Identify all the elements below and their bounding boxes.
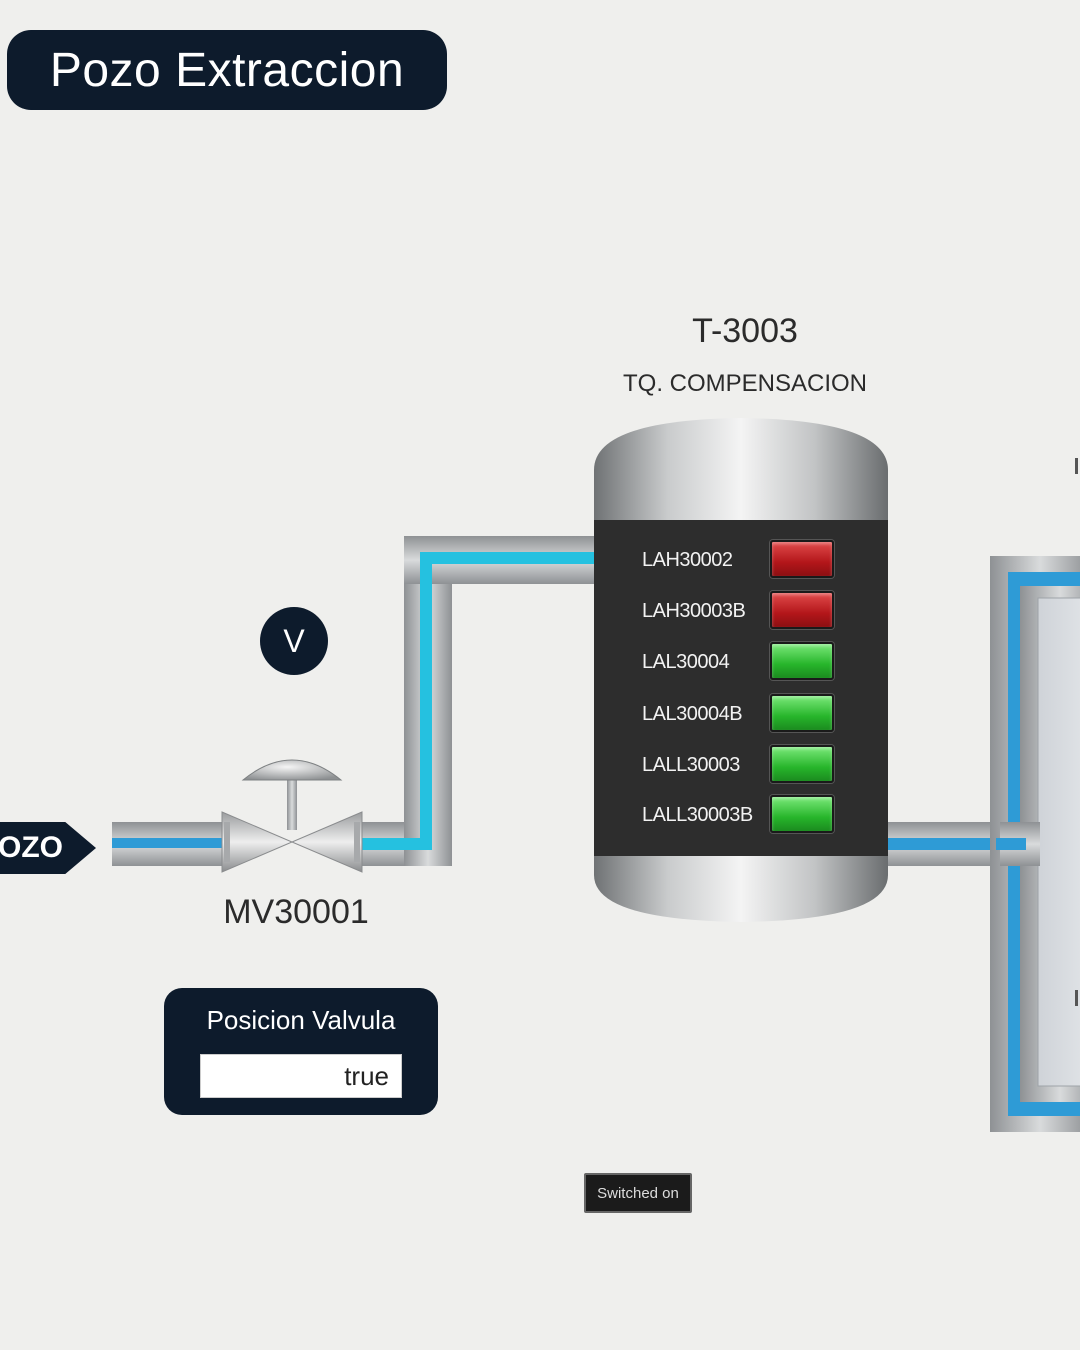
alarm-indicator[interactable]: [770, 745, 834, 783]
alarm-indicator[interactable]: [770, 642, 834, 680]
switch-status-button[interactable]: Switched on: [584, 1173, 692, 1213]
alarm-label: LALL30003: [642, 754, 740, 776]
alarm-label: LAH30003B: [642, 600, 746, 622]
valve-mode-badge[interactable]: V: [260, 607, 328, 675]
control-valve: [221, 759, 363, 873]
alarm-row: LAL30004: [594, 642, 888, 682]
alarm-row: LAH30002: [594, 540, 888, 580]
valve-position-title: Posicion Valvula: [206, 1005, 396, 1035]
right-vessel: [990, 556, 1080, 1132]
tank-outlet-pipe: [888, 822, 1000, 866]
alarm-row: LALL30003B: [594, 795, 888, 835]
alarm-indicator[interactable]: [770, 591, 834, 629]
alarm-indicator[interactable]: [770, 795, 834, 833]
alarm-indicator[interactable]: [770, 540, 834, 578]
valve-to-tank-pipe: [350, 536, 596, 866]
alarm-indicator[interactable]: [770, 694, 834, 732]
valve-position-field[interactable]: [200, 1054, 402, 1098]
alarm-row: LAL30004B: [594, 694, 888, 734]
alarm-label: LAL30004B: [642, 703, 743, 725]
edge-marker: [1075, 990, 1078, 1006]
tank-description: TQ. COMPENSACION: [622, 370, 868, 397]
alarm-row: LAH30003B: [594, 591, 888, 631]
tank-shell: [594, 418, 888, 922]
source-tag-label: OZO: [0, 831, 63, 864]
alarm-label: LAL30004: [642, 651, 730, 673]
valve-tag-label: MV30001: [223, 893, 369, 931]
valve-position-panel: Posicion Valvula: [164, 988, 438, 1115]
page-title: Pozo Extraccion: [7, 30, 447, 110]
tank-tag-label: T-3003: [692, 312, 798, 350]
edge-marker: [1075, 458, 1078, 474]
alarm-label: LALL30003B: [642, 804, 753, 826]
alarm-label: LAH30002: [642, 549, 733, 571]
inlet-pipe: [112, 822, 232, 866]
alarm-row: LALL30003: [594, 745, 888, 785]
tank-alarm-panel: LAH30002 LAH30003B LAL30004 LAL30004B LA…: [594, 520, 888, 856]
